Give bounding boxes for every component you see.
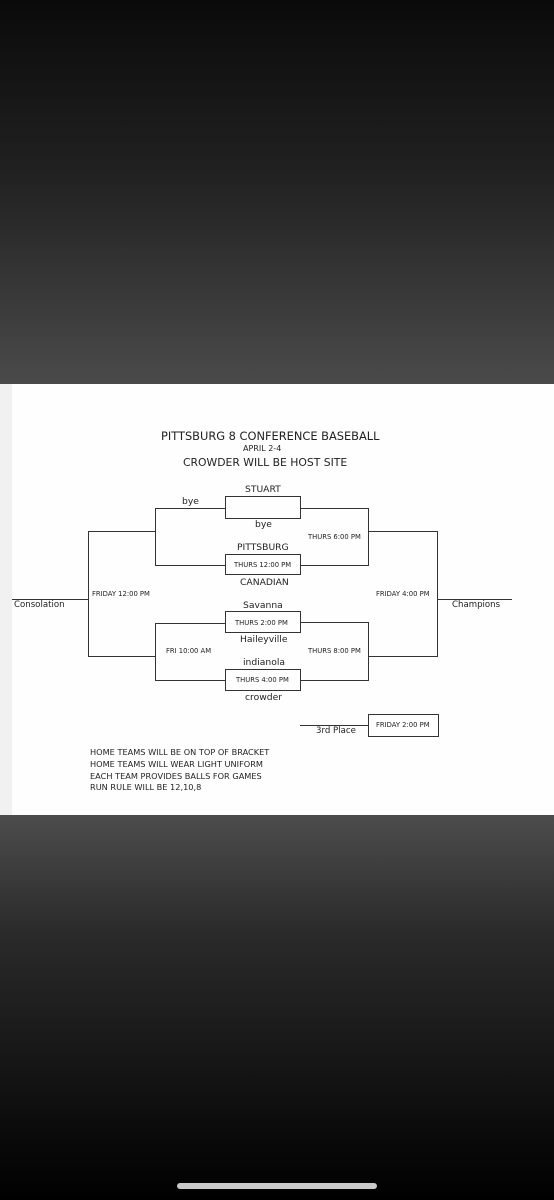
team-indianola: indianola [243, 657, 286, 668]
home-indicator[interactable] [177, 1183, 377, 1189]
team-pittsburg: PITTSBURG [237, 542, 289, 553]
time-thurs-6: THURS 6:00 PM [308, 533, 361, 541]
time-fri-10: FRI 10:00 AM [166, 647, 212, 655]
consolation-label: Consolation [14, 600, 65, 610]
champions-label: Champions [452, 600, 501, 610]
host-site: CROWDER WILL BE HOST SITE [183, 456, 348, 469]
bracket-dates: APRIL 2-4 [243, 444, 282, 453]
team-bye: bye [255, 519, 272, 530]
note-line: RUN RULE WILL BE 12,10,8 [90, 782, 202, 792]
time-friday-2: FRIDAY 2:00 PM [376, 721, 430, 729]
game-box-third-place [368, 714, 439, 737]
time-thurs-8: THURS 8:00 PM [308, 647, 361, 655]
third-place-label: 3rd Place [316, 726, 356, 736]
bracket-title: PITTSBURG 8 CONFERENCE BASEBALL [161, 429, 380, 443]
time-friday-12: FRIDAY 12:00 PM [92, 590, 150, 598]
team-stuart: STUART [245, 484, 281, 495]
time-thurs-12: THURS 12:00 PM [234, 561, 292, 569]
team-savanna: Savanna [243, 600, 283, 611]
team-canadian: CANADIAN [240, 577, 289, 588]
game-box-stuart-bye [225, 496, 301, 519]
bottom-background [0, 815, 554, 1200]
team-crowder: crowder [245, 692, 283, 703]
time-thurs-4: THURS 4:00 PM [236, 676, 289, 684]
note-line: HOME TEAMS WILL WEAR LIGHT UNIFORM [90, 759, 263, 769]
team-haileyville: Haileyville [240, 634, 288, 645]
game-box-pittsburg-canadian [225, 554, 301, 575]
team-bye-left: bye [182, 496, 199, 507]
note-line: EACH TEAM PROVIDES BALLS FOR GAMES [90, 771, 262, 781]
time-thurs-2: THURS 2:00 PM [235, 619, 288, 627]
note-line: HOME TEAMS WILL BE ON TOP OF BRACKET [90, 747, 270, 757]
time-friday-4: FRIDAY 4:00 PM [376, 590, 430, 598]
sheet-edge [0, 384, 12, 815]
